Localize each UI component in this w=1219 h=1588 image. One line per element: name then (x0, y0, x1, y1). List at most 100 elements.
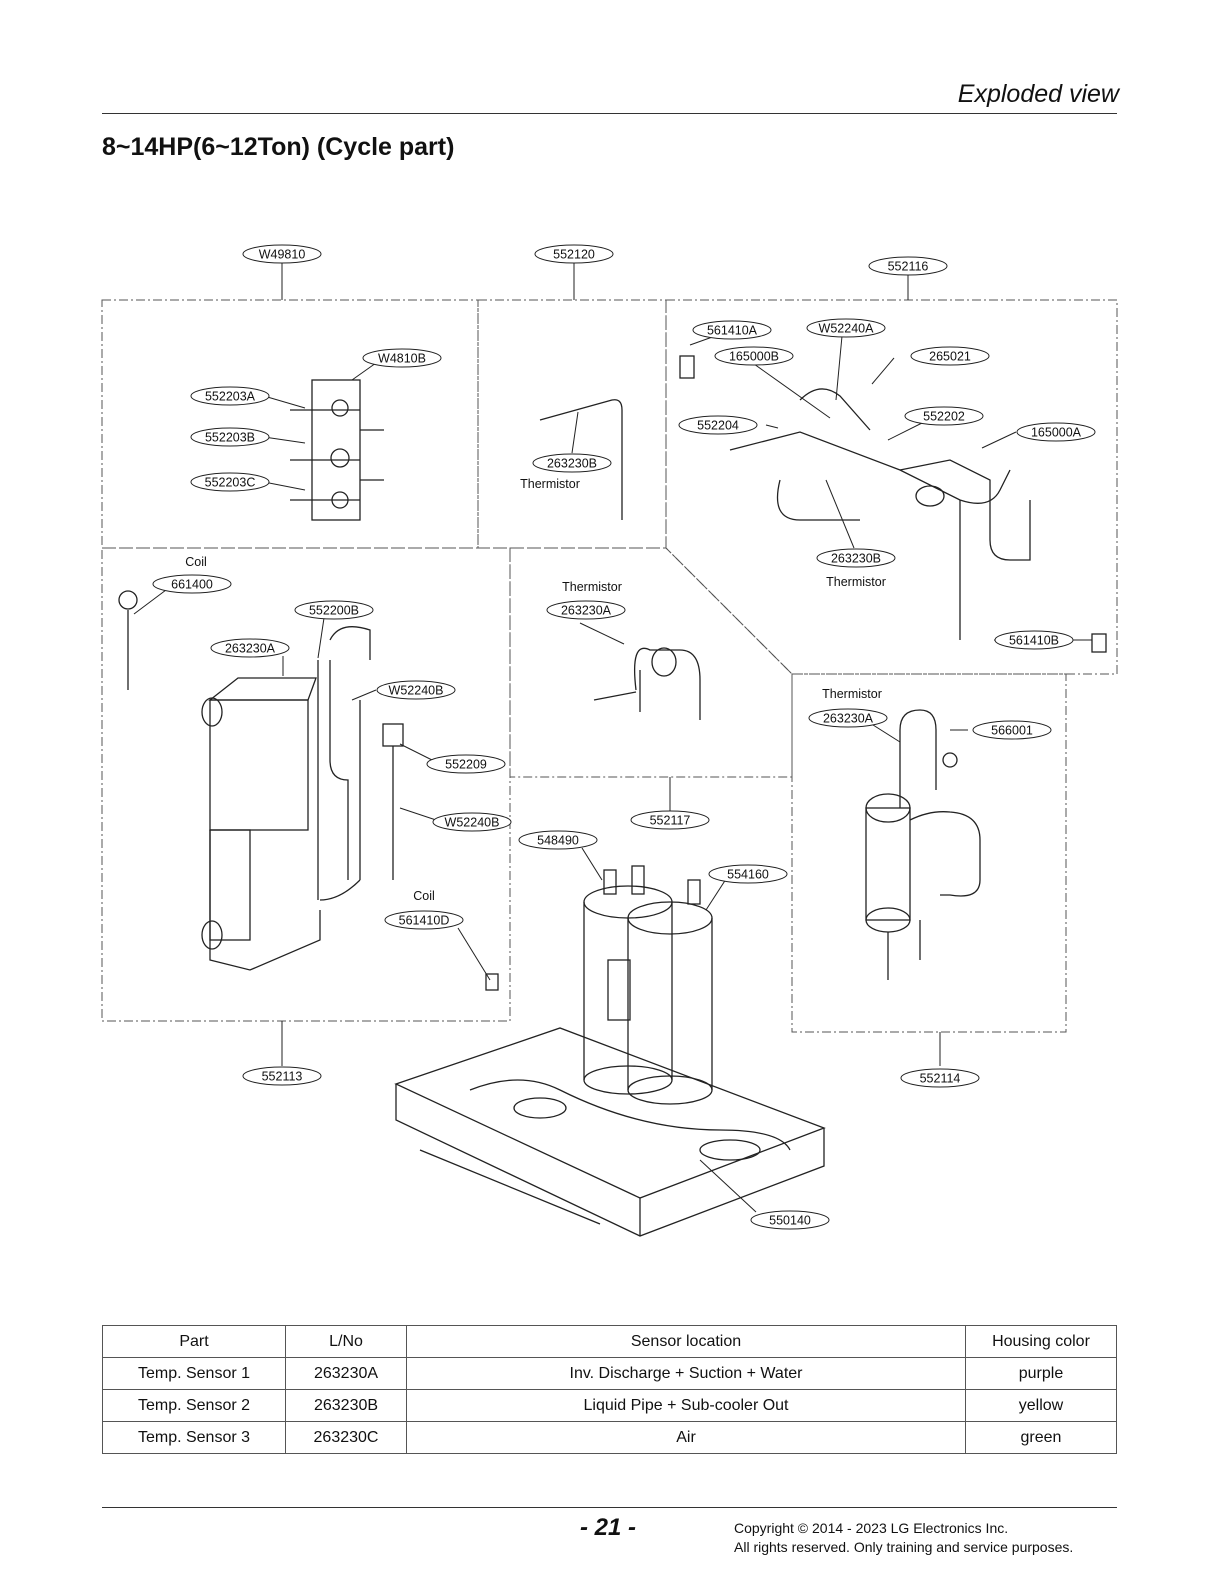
cell-color: yellow (965, 1389, 1117, 1422)
page-title: 8~14HP(6~12Ton) (Cycle part) (102, 133, 455, 161)
callout-552114: 552114 (900, 1068, 980, 1088)
callout-552204: 552204 (678, 415, 758, 435)
callout-layer: W49810 552120 552116 561410A W52240A 165000B 2… (152, 244, 1096, 1230)
callout-561410b: 561410B (994, 630, 1074, 650)
callout-label: W49810 (259, 248, 306, 262)
callout-label: 165000B (729, 350, 779, 364)
callout-552202: 552202 (904, 406, 984, 426)
page-number: - 21 - (580, 1514, 637, 1541)
col-housing-color: Housing color (965, 1325, 1117, 1358)
col-part: Part (102, 1325, 286, 1358)
col-sensor-location: Sensor location (406, 1325, 966, 1358)
callout-label: 550140 (769, 1214, 811, 1228)
copyright-line-2: All rights reserved. Only training and s… (734, 1539, 1074, 1555)
callout-w52240b: W52240B (432, 812, 512, 832)
copyright-line-1: Copyright © 2014 - 2023 LG Electronics I… (734, 1520, 1009, 1536)
callout-label: 552200B (309, 604, 359, 618)
callout-label: 554160 (727, 868, 769, 882)
callout-label: 552203A (205, 390, 256, 404)
table-row: Temp. Sensor 1 263230A Inv. Discharge + … (102, 1357, 1117, 1390)
callout-label: 552114 (920, 1072, 961, 1086)
callout-263230a: 263230A (210, 638, 290, 658)
callout-w4810b: W4810B (362, 348, 442, 368)
group-box-552116 (665, 299, 1118, 675)
callout-263230a: 263230A (546, 600, 626, 620)
callout-w52240a: W52240A (806, 318, 886, 338)
col-lno: L/No (285, 1325, 407, 1358)
caption-thermistor: Thermistor (826, 575, 886, 589)
section-title: Exploded view (957, 80, 1119, 108)
caption-layer: ThermistorThermistorCoilThermistorThermi… (185, 477, 886, 903)
callout-label: 548490 (537, 834, 579, 848)
cell-location: Air (406, 1421, 966, 1454)
callout-w52240b: W52240B (376, 680, 456, 700)
callout-label: 552202 (923, 410, 965, 424)
group-box-552117-top (509, 547, 793, 778)
caption-thermistor: Thermistor (562, 580, 622, 594)
cell-part: Temp. Sensor 3 (102, 1421, 286, 1454)
table-row: Temp. Sensor 2 263230B Liquid Pipe + Sub… (102, 1389, 1117, 1422)
cell-part: Temp. Sensor 2 (102, 1389, 286, 1422)
cell-color: green (965, 1421, 1117, 1454)
callout-label: 263230A (225, 642, 276, 656)
group-box-552114 (791, 673, 1067, 1033)
group-box-552113a (101, 299, 479, 549)
caption-thermistor: Thermistor (520, 477, 580, 491)
callout-label: 552116 (888, 260, 929, 274)
callout-552203a: 552203A (190, 386, 270, 406)
callout-label: 263230A (823, 712, 874, 726)
callout-label: 552117 (650, 814, 691, 828)
callout-label: 263230B (547, 457, 597, 471)
callout-label: W52240B (445, 816, 500, 830)
callout-548490: 548490 (518, 830, 598, 850)
callout-label: 552203C (205, 476, 256, 490)
cell-color: purple (965, 1357, 1117, 1390)
callout-165000a: 165000A (1016, 422, 1096, 442)
header-rule (102, 113, 1117, 114)
callout-label: W52240A (819, 322, 875, 336)
callout-label: W4810B (378, 352, 426, 366)
callout-561410d: 561410D (384, 910, 464, 930)
callout-554160: 554160 (708, 864, 788, 884)
callout-566001: 566001 (972, 720, 1052, 740)
callout-label: 552120 (553, 248, 595, 262)
callout-label: 165000A (1031, 426, 1082, 440)
callout-561410a: 561410A (692, 320, 772, 340)
callout-w49810: W49810 (242, 244, 322, 264)
callout-265021: 265021 (910, 346, 990, 366)
callout-label: 552113 (262, 1070, 303, 1084)
callout-263230a: 263230A (808, 708, 888, 728)
cell-lno: 263230B (285, 1389, 407, 1422)
caption-thermistor: Thermistor (822, 687, 882, 701)
callout-label: 263230B (831, 552, 881, 566)
callout-552120: 552120 (534, 244, 614, 264)
callout-label: 265021 (929, 350, 971, 364)
callout-label: 661400 (171, 578, 213, 592)
callout-552203b: 552203B (190, 427, 270, 447)
cell-location: Liquid Pipe + Sub-cooler Out (406, 1389, 966, 1422)
cell-lno: 263230C (285, 1421, 407, 1454)
callout-263230b: 263230B (532, 453, 612, 473)
copyright: Copyright © 2014 - 2023 LG Electronics I… (734, 1519, 1073, 1557)
callout-label: 561410B (1009, 634, 1059, 648)
callout-661400: 661400 (152, 574, 232, 594)
callout-label: 561410A (707, 324, 758, 338)
callout-550140: 550140 (750, 1210, 830, 1230)
callout-552203c: 552203C (190, 472, 270, 492)
callout-552200b: 552200B (294, 600, 374, 620)
callout-552113: 552113 (242, 1066, 322, 1086)
caption-coil: Coil (185, 555, 207, 569)
sensor-table: Part L/No Sensor location Housing color … (102, 1325, 1117, 1454)
callout-label: 552204 (697, 419, 739, 433)
footer-rule (102, 1507, 1117, 1508)
callout-label: 561410D (399, 914, 450, 928)
callout-263230b: 263230B (816, 548, 896, 568)
cell-location: Inv. Discharge + Suction + Water (406, 1357, 966, 1390)
callout-label: 263230A (561, 604, 612, 618)
callout-label: W52240B (389, 684, 444, 698)
callout-label: 552203B (205, 431, 255, 445)
table-row: Temp. Sensor 3 263230C Air green (102, 1421, 1117, 1454)
cell-part: Temp. Sensor 1 (102, 1357, 286, 1390)
caption-coil: Coil (413, 889, 435, 903)
callout-label: 552209 (445, 758, 487, 772)
